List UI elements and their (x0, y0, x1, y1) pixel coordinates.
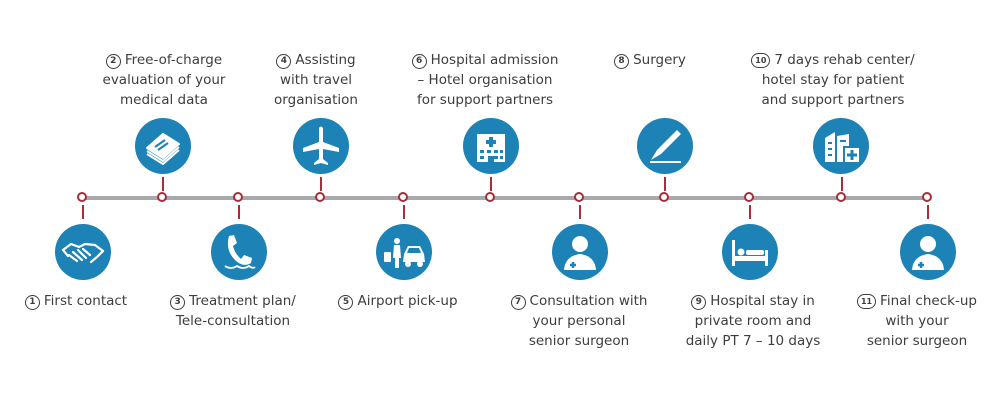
timeline-node-5 (398, 192, 408, 202)
scalpel-icon (637, 118, 693, 174)
stem-4 (320, 177, 322, 191)
step-number-8: 8 (614, 54, 630, 69)
step-number-11: 11 (857, 294, 877, 309)
stem-5 (403, 205, 405, 219)
stem-7 (579, 205, 581, 219)
step-number-9: 9 (691, 295, 707, 310)
stem-1 (82, 205, 84, 219)
stem-2 (162, 177, 164, 191)
timeline-node-2 (157, 192, 167, 202)
step-number-3: 3 (170, 295, 186, 310)
doctor-icon (900, 224, 956, 280)
hospital-building-icon (463, 118, 519, 174)
doctor-icon (552, 224, 608, 280)
step-number-6: 6 (411, 54, 427, 69)
stem-11 (927, 205, 929, 219)
step-number-2: 2 (105, 54, 121, 69)
timeline-node-7 (574, 192, 584, 202)
rehab-center-icon (813, 118, 869, 174)
timeline-node-11 (922, 192, 932, 202)
stem-3 (238, 205, 240, 219)
airplane-icon (293, 118, 349, 174)
step-number-5: 5 (338, 295, 354, 310)
timeline-node-10 (836, 192, 846, 202)
documents-icon (135, 118, 191, 174)
step-number-10: 10 (751, 53, 771, 68)
step-number-7: 7 (510, 295, 526, 310)
handshake-icon (55, 224, 111, 280)
stem-8 (664, 177, 666, 191)
step-number-1: 1 (24, 295, 40, 310)
timeline-node-4 (315, 192, 325, 202)
timeline-node-6 (485, 192, 495, 202)
hospital-bed-icon (722, 224, 778, 280)
stem-9 (749, 205, 751, 219)
timeline-node-9 (744, 192, 754, 202)
timeline-line (82, 196, 930, 200)
timeline-node-3 (233, 192, 243, 202)
stem-10 (841, 177, 843, 191)
stem-6 (490, 177, 492, 191)
timeline-node-1 (77, 192, 87, 202)
taxi-pickup-icon (376, 224, 432, 280)
timeline-node-8 (659, 192, 669, 202)
telephone-icon (211, 224, 267, 280)
step-number-4: 4 (276, 54, 292, 69)
